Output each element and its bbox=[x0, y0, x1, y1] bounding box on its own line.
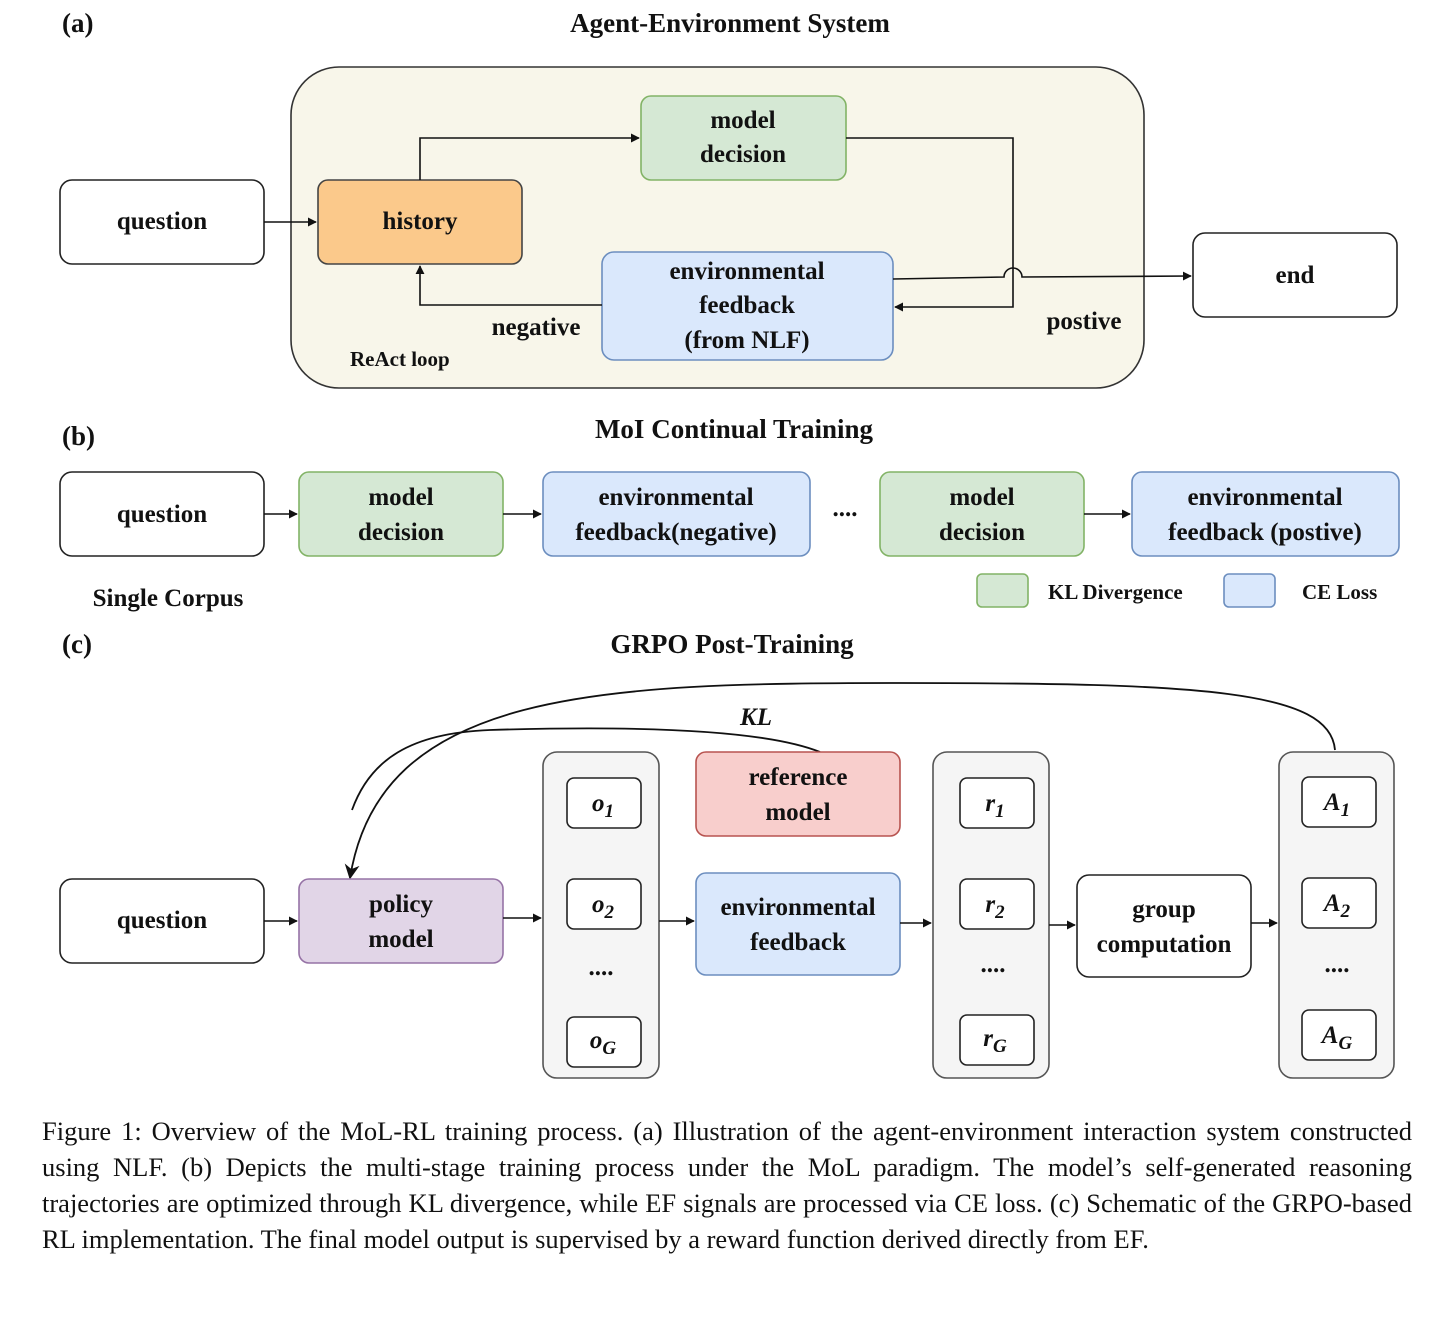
env-feedback-line1-a: environmental bbox=[669, 258, 824, 285]
arrow-decision-to-feedback bbox=[846, 137, 1014, 312]
reward-r2-box bbox=[959, 878, 1035, 930]
env-feedback-line1-c: environmental bbox=[720, 894, 875, 921]
output-o2: o2 bbox=[592, 891, 615, 923]
model-decision-line2-a: decision bbox=[700, 141, 786, 168]
reward-rG-box bbox=[959, 1014, 1035, 1066]
rewards-dots: .... bbox=[981, 951, 1006, 978]
group-computation-box bbox=[1076, 874, 1252, 978]
env-feedback-line3-a: (from NLF) bbox=[684, 327, 809, 354]
reference-model-box bbox=[695, 751, 901, 837]
legend-kl-swatch bbox=[976, 573, 1029, 608]
question-label-b: question bbox=[117, 501, 207, 528]
panel-b-label: (b) bbox=[62, 421, 95, 451]
reward-rG: rG bbox=[983, 1025, 1007, 1057]
panel-c-title: GRPO Post-Training bbox=[610, 629, 854, 659]
reference-model-line1: reference bbox=[749, 764, 848, 791]
figure-caption: Figure 1: Overview of the MoL-RL trainin… bbox=[42, 1116, 1412, 1254]
model-decision-line1-b1: model bbox=[368, 484, 433, 511]
group-computation-line1: group bbox=[1132, 896, 1195, 923]
env-feedback-line2-c: feedback bbox=[750, 929, 846, 956]
env-feedback-neg-line2: feedback(negative) bbox=[575, 519, 776, 546]
legend-ce-label: CE Loss bbox=[1302, 580, 1377, 604]
advantage-A2-box bbox=[1301, 877, 1377, 929]
panel-a-title: Agent-Environment System bbox=[570, 8, 890, 38]
question-label-a: question bbox=[117, 208, 207, 235]
env-feedback-box-a bbox=[601, 251, 894, 361]
env-feedback-pos-line2: feedback (postive) bbox=[1168, 519, 1362, 546]
question-label-c: question bbox=[117, 907, 207, 934]
reward-r1: r1 bbox=[985, 790, 1004, 822]
reward-r2: r2 bbox=[985, 891, 1005, 923]
positive-label: postive bbox=[1047, 308, 1122, 335]
history-label: history bbox=[383, 208, 459, 235]
reference-model-line2: model bbox=[765, 799, 830, 826]
group-computation-line2: computation bbox=[1097, 931, 1232, 958]
end-box bbox=[1192, 232, 1398, 318]
output-oG-box bbox=[566, 1016, 642, 1068]
arrow-kl-reference-to-policy bbox=[351, 727, 821, 811]
env-feedback-box-c bbox=[695, 872, 901, 976]
env-feedback-pos-box bbox=[1131, 471, 1400, 557]
model-decision-line2-b1: decision bbox=[358, 519, 444, 546]
output-o2-box bbox=[566, 878, 642, 930]
end-label: end bbox=[1276, 262, 1315, 289]
react-loop-label: ReAct loop bbox=[350, 347, 450, 371]
arrow-advantage-to-policy bbox=[344, 682, 1336, 880]
advantage-A1-box bbox=[1301, 776, 1377, 828]
legend-kl-label: KL Divergence bbox=[1048, 580, 1183, 604]
reward-r1-box bbox=[959, 777, 1035, 829]
advantage-A1: A1 bbox=[1322, 789, 1350, 821]
outputs-dots: .... bbox=[589, 954, 614, 981]
advantage-A2: A2 bbox=[1322, 890, 1351, 922]
kl-label: KL bbox=[739, 704, 772, 731]
env-feedback-line2-a: feedback bbox=[699, 292, 795, 319]
policy-model-line1: policy bbox=[369, 891, 433, 918]
advantages-dots: .... bbox=[1325, 951, 1350, 978]
arrow-history-to-decision bbox=[419, 133, 640, 180]
output-o1-box bbox=[566, 777, 642, 829]
output-oG: oG bbox=[590, 1027, 617, 1059]
policy-model-line2: model bbox=[368, 926, 433, 953]
legend-ce-swatch bbox=[1223, 573, 1276, 608]
output-o1: o1 bbox=[592, 790, 614, 822]
model-decision-line1-a: model bbox=[710, 107, 775, 134]
panel-a-label: (a) bbox=[62, 8, 93, 38]
single-corpus-label: Single Corpus bbox=[93, 585, 244, 612]
advantage-AG: AG bbox=[1320, 1022, 1353, 1054]
panel-c-label: (c) bbox=[62, 629, 92, 659]
advantage-AG-box bbox=[1301, 1009, 1377, 1061]
figure-diagram: (a) Agent-Environment System question hi… bbox=[59, 8, 1400, 1079]
env-feedback-neg-box bbox=[542, 471, 811, 557]
arrow-feedback-to-history bbox=[415, 265, 602, 306]
negative-label: negative bbox=[492, 314, 581, 341]
env-feedback-neg-line1: environmental bbox=[598, 484, 753, 511]
policy-model-box bbox=[298, 878, 504, 964]
continuation-dots: .... bbox=[833, 495, 858, 522]
model-decision-line1-b2: model bbox=[949, 484, 1014, 511]
arrow-feedback-to-end bbox=[892, 267, 1192, 281]
model-decision-line2-b2: decision bbox=[939, 519, 1025, 546]
env-feedback-pos-line1: environmental bbox=[1187, 484, 1342, 511]
panel-b-title: MoI Continual Training bbox=[595, 414, 874, 444]
